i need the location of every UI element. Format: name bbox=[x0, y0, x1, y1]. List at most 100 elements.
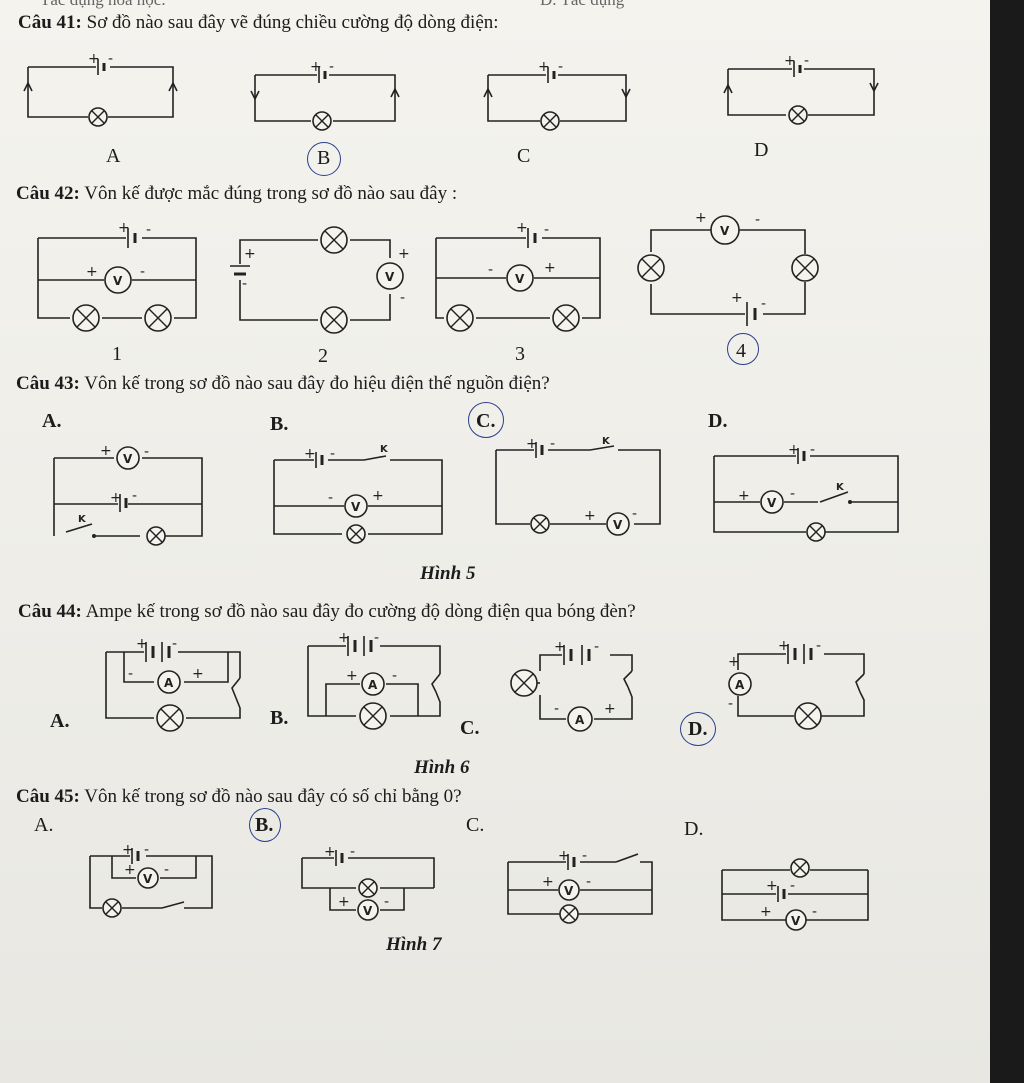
circuit-44-a: +- A -+ bbox=[105, 636, 241, 732]
circuit-42-4: V +- +- bbox=[637, 210, 819, 326]
circuit-43-c: +- K V +- bbox=[495, 436, 661, 536]
svg-text:+: + bbox=[784, 53, 796, 69]
svg-text:+: + bbox=[542, 874, 554, 890]
circuit-41-b: +- bbox=[250, 59, 400, 131]
cut-off-line-left: Tác dụng hóa học. bbox=[40, 0, 166, 10]
svg-text:+: + bbox=[86, 264, 98, 280]
circuit-41-c: +- bbox=[483, 59, 631, 131]
svg-text:+: + bbox=[788, 442, 800, 458]
circuit-43-a: V +- +- K bbox=[53, 443, 203, 546]
svg-text:K: K bbox=[602, 436, 611, 447]
question-45: Câu 45: Vôn kế trong sơ đồ nào sau đây c… bbox=[16, 786, 462, 808]
svg-text:+: + bbox=[398, 246, 410, 262]
circuit-41-a: +- bbox=[23, 51, 178, 127]
svg-text:+: + bbox=[100, 443, 112, 459]
circuit-41-d: +- bbox=[723, 53, 879, 125]
svg-text:+: + bbox=[731, 290, 743, 306]
svg-text:+: + bbox=[338, 894, 350, 910]
option-label-a: A. bbox=[50, 710, 70, 732]
svg-text:-: - bbox=[328, 490, 333, 506]
svg-text:-: - bbox=[594, 639, 599, 655]
question-text: Vôn kế được mắc đúng trong sơ đồ nào sau… bbox=[84, 183, 458, 204]
svg-text:-: - bbox=[242, 276, 247, 292]
figure-number-1: 1 bbox=[112, 343, 122, 365]
question-text: Sơ đồ nào sau đây vẽ đúng chiều cường độ… bbox=[86, 12, 499, 33]
pen-circle-45-b bbox=[249, 808, 281, 842]
pen-circle-41-b bbox=[307, 142, 341, 176]
svg-text:-: - bbox=[544, 222, 549, 238]
svg-text:-: - bbox=[374, 630, 379, 646]
svg-text:+: + bbox=[110, 490, 122, 506]
svg-text:-: - bbox=[812, 904, 817, 920]
circuit-44-c: +- A -+ bbox=[510, 639, 633, 732]
svg-text:V: V bbox=[515, 272, 525, 286]
svg-text:+: + bbox=[544, 260, 556, 276]
option-label-b: B. bbox=[270, 707, 289, 729]
svg-text:-: - bbox=[384, 894, 389, 910]
svg-text:A: A bbox=[735, 678, 745, 692]
option-label-b: B. bbox=[270, 413, 289, 435]
circuit-44-b: +- A +- bbox=[307, 630, 441, 730]
question-43: Câu 43: Vôn kế trong sơ đồ nào sau đây đ… bbox=[16, 373, 550, 395]
svg-text:A: A bbox=[368, 678, 378, 692]
question-text: Vôn kế trong sơ đồ nào sau đây có số chỉ… bbox=[84, 786, 462, 807]
question-44: Câu 44: Ampe kế trong sơ đồ nào sau đây … bbox=[18, 601, 636, 623]
svg-text:+: + bbox=[324, 844, 336, 860]
svg-text:-: - bbox=[632, 506, 637, 522]
svg-text:+: + bbox=[538, 59, 550, 75]
circuit-43-b: +- K V -+ bbox=[273, 444, 443, 544]
svg-text:+: + bbox=[738, 488, 750, 504]
circuit-42-2: +- V +- bbox=[230, 226, 410, 334]
svg-text:+: + bbox=[192, 666, 204, 682]
svg-text:+: + bbox=[310, 59, 322, 75]
figure-number-2: 2 bbox=[318, 345, 328, 367]
svg-text:-: - bbox=[140, 264, 145, 280]
svg-text:+: + bbox=[584, 508, 596, 524]
svg-text:-: - bbox=[550, 436, 555, 452]
svg-text:+: + bbox=[118, 220, 130, 236]
cut-off-line-right: D. Tác dụng bbox=[540, 0, 624, 10]
svg-text:-: - bbox=[790, 486, 795, 502]
option-label-a: A bbox=[106, 145, 121, 167]
question-text: Ampe kế trong sơ đồ nào sau đây đo cường… bbox=[85, 601, 636, 622]
svg-text:-: - bbox=[400, 290, 405, 306]
figure-caption-7: Hình 7 bbox=[386, 934, 442, 955]
option-label-d: D. bbox=[684, 818, 704, 840]
svg-text:V: V bbox=[385, 270, 395, 284]
svg-text:-: - bbox=[804, 53, 809, 69]
svg-text:-: - bbox=[144, 444, 149, 460]
option-label-d: D. bbox=[708, 410, 728, 432]
svg-text:+: + bbox=[760, 904, 772, 920]
pen-circle-44-d bbox=[680, 712, 716, 746]
svg-text:V: V bbox=[363, 904, 373, 918]
option-label-c: C. bbox=[460, 717, 480, 739]
svg-text:+: + bbox=[338, 630, 350, 646]
svg-text:V: V bbox=[791, 914, 801, 928]
svg-text:+: + bbox=[304, 446, 316, 462]
svg-text:-: - bbox=[761, 296, 766, 312]
figure-number-3: 3 bbox=[515, 343, 525, 365]
svg-text:-: - bbox=[132, 488, 137, 504]
option-label-d: D bbox=[754, 139, 769, 161]
svg-text:-: - bbox=[554, 701, 559, 717]
svg-text:V: V bbox=[123, 452, 133, 466]
svg-text:-: - bbox=[816, 638, 821, 654]
svg-text:-: - bbox=[728, 696, 733, 712]
question-number: Câu 42: bbox=[16, 183, 80, 204]
svg-text:A: A bbox=[164, 676, 174, 690]
svg-text:-: - bbox=[586, 874, 591, 890]
svg-text:+: + bbox=[124, 862, 136, 878]
circuit-43-d: +- V +- K bbox=[713, 442, 899, 542]
circuit-42-3: +- V -+ bbox=[435, 220, 601, 332]
worksheet-page: Tác dụng hóa học. D. Tác dụng Câu 41: Sơ… bbox=[0, 0, 990, 1083]
svg-text:+: + bbox=[766, 878, 778, 894]
svg-text:+: + bbox=[122, 842, 134, 858]
pen-circle-43-c bbox=[468, 402, 504, 438]
svg-text:-: - bbox=[755, 212, 760, 228]
svg-text:+: + bbox=[778, 638, 790, 654]
svg-text:+: + bbox=[558, 848, 570, 864]
circuit-45-b: +- V +- bbox=[301, 844, 435, 921]
svg-text:K: K bbox=[836, 482, 845, 493]
svg-text:V: V bbox=[720, 224, 730, 238]
option-label-c: C bbox=[517, 145, 531, 167]
